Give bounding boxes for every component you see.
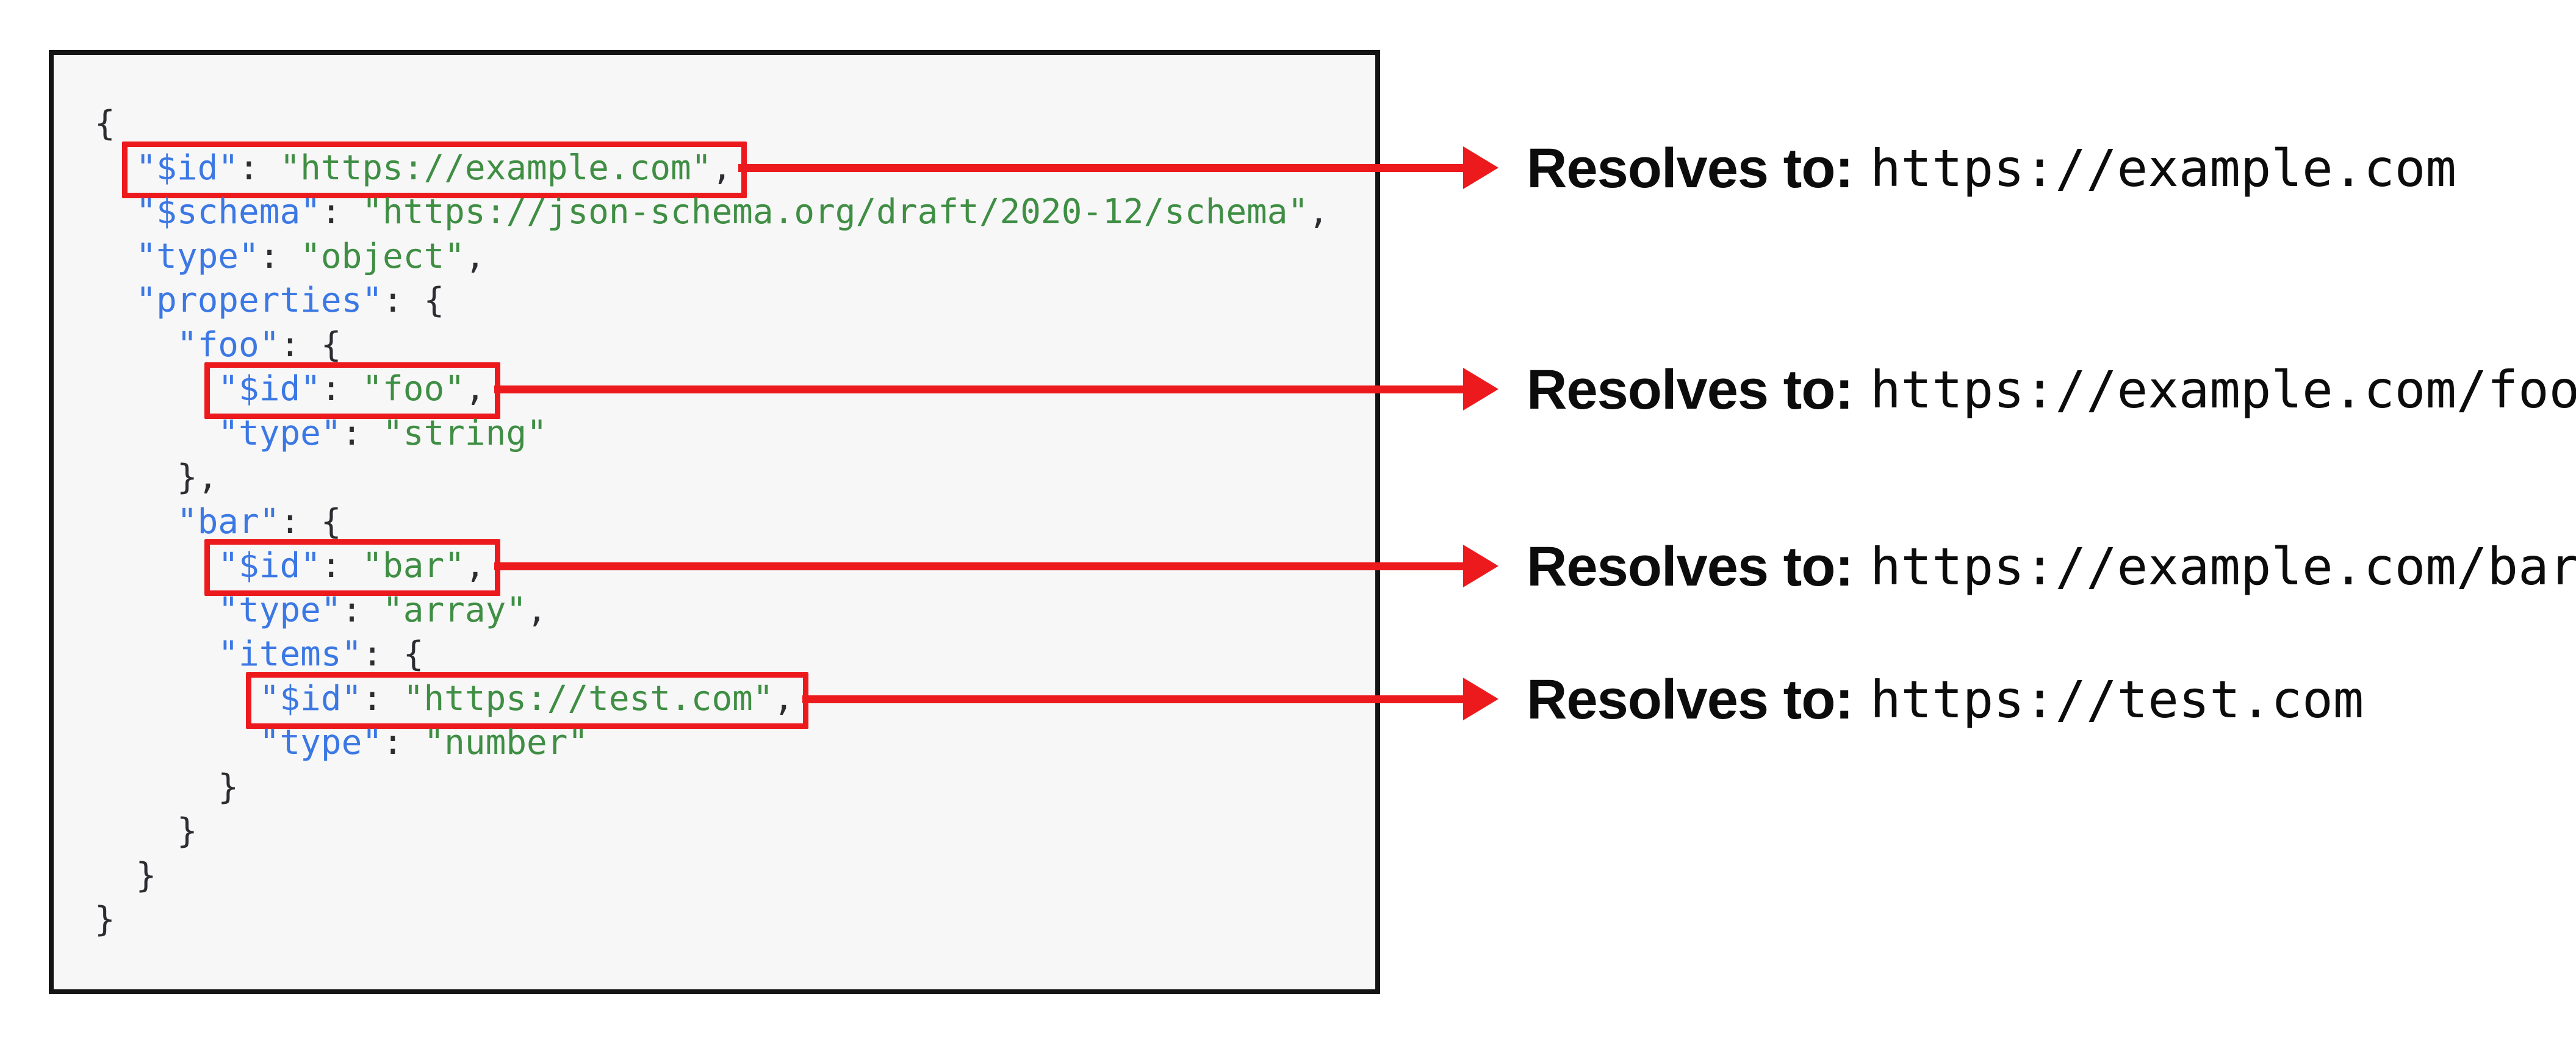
- arrowhead-icon: [1463, 368, 1498, 410]
- json-punctuation: :: [320, 192, 362, 232]
- json-schema-code-block: { "$id": "https://example.com", "$schema…: [54, 55, 1375, 989]
- json-punctuation: ,: [464, 236, 486, 276]
- arrow-line-foo: [494, 385, 1464, 393]
- code-line: "type": "string": [95, 412, 1363, 456]
- json-punctuation: : {: [279, 501, 342, 542]
- json-string-value: "string": [383, 413, 547, 453]
- code-line: }: [95, 765, 1363, 810]
- json-punctuation: }: [95, 900, 115, 939]
- json-punctuation: :: [341, 413, 383, 453]
- json-string-value: "https://example.com": [279, 148, 712, 188]
- code-line: "type": "number": [95, 721, 1363, 765]
- json-string-value: "https://test.com": [403, 678, 774, 719]
- json-string-value: "array": [383, 590, 527, 630]
- json-key: "type": [259, 723, 383, 762]
- json-punctuation: :: [341, 590, 383, 630]
- json-punctuation: ,: [1308, 192, 1329, 232]
- id-highlight-box: "$id": "https://test.com",: [245, 672, 809, 729]
- json-punctuation: : {: [362, 634, 424, 674]
- resolves-to-label: Resolves to:: [1527, 535, 1854, 598]
- arrowhead-icon: [1463, 545, 1498, 587]
- json-punctuation: :: [320, 369, 362, 409]
- json-punctuation: :: [362, 678, 403, 719]
- json-punctuation: :: [383, 723, 424, 762]
- json-key: "$schema": [135, 192, 321, 232]
- code-line: "type": "object",: [95, 235, 1363, 279]
- json-key: "type": [218, 413, 342, 453]
- resolved-url: https://test.com: [1870, 670, 2364, 729]
- json-punctuation: }: [135, 855, 157, 895]
- annotation-bar: Resolves to: https://example.com/bar: [1527, 529, 2576, 604]
- json-string-value: "number": [423, 723, 589, 762]
- code-line: "$schema": "https://json-schema.org/draf…: [95, 190, 1363, 235]
- json-punctuation: {: [95, 104, 115, 143]
- json-punctuation: ,: [773, 678, 794, 719]
- code-line: "foo": {: [95, 323, 1363, 368]
- resolves-to-label: Resolves to:: [1527, 668, 1854, 731]
- json-key: "type": [135, 236, 259, 276]
- json-punctuation: : {: [279, 324, 342, 365]
- code-line: "$id": "bar",: [95, 539, 1363, 596]
- code-line: }: [95, 898, 1363, 942]
- json-string-value: "object": [300, 236, 465, 276]
- json-punctuation: :: [239, 148, 280, 188]
- json-schema-code-panel: { "$id": "https://example.com", "$schema…: [49, 50, 1380, 994]
- json-key: "type": [218, 590, 342, 630]
- id-highlight-box: "$id": "foo",: [204, 362, 500, 419]
- json-punctuation: :: [320, 546, 362, 586]
- id-highlight-box: "$id": "https://example.com",: [122, 141, 747, 198]
- code-line: "$id": "https://test.com",: [95, 672, 1363, 729]
- code-line: "$id": "https://example.com",: [95, 141, 1363, 198]
- json-key: "$id": [218, 546, 321, 586]
- json-key: "$id": [259, 678, 362, 719]
- json-key: "properties": [135, 281, 383, 320]
- code-line: }: [95, 809, 1363, 854]
- code-line: "type": "array",: [95, 589, 1363, 633]
- id-highlight-box: "$id": "bar",: [204, 539, 500, 596]
- code-line: "properties": {: [95, 279, 1363, 323]
- json-key: "$id": [218, 369, 321, 409]
- code-line: },: [95, 456, 1363, 500]
- resolves-to-label: Resolves to:: [1527, 137, 1854, 199]
- code-line: "items": {: [95, 633, 1363, 677]
- resolved-url: https://example.com/bar: [1870, 537, 2576, 597]
- resolved-url: https://example.com/foo: [1870, 360, 2576, 420]
- code-line: "bar": {: [95, 500, 1363, 545]
- json-punctuation: }: [218, 767, 239, 807]
- json-punctuation: ,: [527, 590, 547, 630]
- json-key: "foo": [176, 324, 280, 365]
- arrowhead-icon: [1463, 146, 1498, 189]
- json-punctuation: :: [259, 236, 301, 276]
- code-line: }: [95, 854, 1363, 898]
- code-line: {: [95, 102, 1363, 146]
- resolves-to-label: Resolves to:: [1527, 358, 1854, 421]
- annotation-foo: Resolves to: https://example.com/foo: [1527, 352, 2576, 428]
- json-punctuation: : {: [383, 281, 445, 320]
- arrow-line-test: [802, 695, 1464, 703]
- code-line: "$id": "foo",: [95, 362, 1363, 419]
- json-punctuation: ,: [464, 546, 486, 586]
- json-string-value: "https://json-schema.org/draft/2020-12/s…: [362, 192, 1309, 232]
- json-punctuation: }: [176, 811, 198, 851]
- json-string-value: "bar": [362, 546, 465, 586]
- json-punctuation: },: [176, 457, 218, 497]
- arrow-line-example: [738, 164, 1464, 172]
- arrowhead-icon: [1463, 678, 1498, 720]
- json-key: "$id": [135, 148, 239, 188]
- resolved-url: https://example.com: [1870, 138, 2456, 198]
- arrow-line-bar: [494, 562, 1464, 570]
- annotation-example: Resolves to: https://example.com: [1527, 131, 2456, 206]
- json-string-value: "foo": [362, 369, 465, 409]
- json-punctuation: ,: [464, 369, 486, 409]
- json-punctuation: ,: [711, 148, 733, 188]
- json-key: "items": [218, 634, 362, 674]
- json-key: "bar": [176, 501, 280, 542]
- annotation-test: Resolves to: https://test.com: [1527, 662, 2364, 737]
